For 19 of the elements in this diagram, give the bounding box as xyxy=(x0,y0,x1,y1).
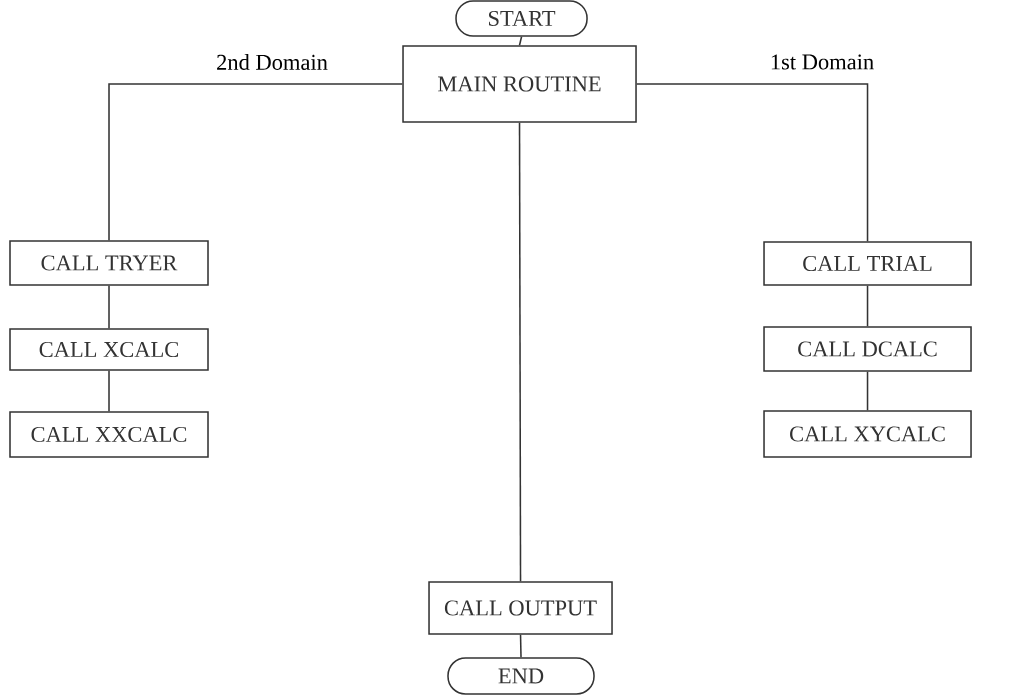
connector-line xyxy=(518,122,522,582)
connector-line xyxy=(866,285,869,327)
process-box: MAIN ROUTINE xyxy=(402,45,637,123)
connector-line xyxy=(108,83,404,241)
connector-line xyxy=(108,285,110,329)
connector-line xyxy=(518,35,523,46)
process-box: CALL XCALC xyxy=(9,328,209,371)
edge-label: 2nd Domain xyxy=(217,54,328,70)
process-box: CALL DCALC xyxy=(763,326,972,372)
process-box: CALL XXCALC xyxy=(9,411,209,458)
process-box: CALL OUTPUT xyxy=(428,581,613,635)
connector-line xyxy=(519,634,522,658)
connector-line xyxy=(866,371,869,411)
connector-line xyxy=(636,83,869,242)
process-box: CALL TRYER xyxy=(9,240,209,286)
connector-line xyxy=(108,370,110,412)
edge-label: 1st Domain xyxy=(771,54,874,70)
process-box: CALL TRIAL xyxy=(763,241,972,286)
process-box: CALL XYCALC xyxy=(763,410,972,458)
